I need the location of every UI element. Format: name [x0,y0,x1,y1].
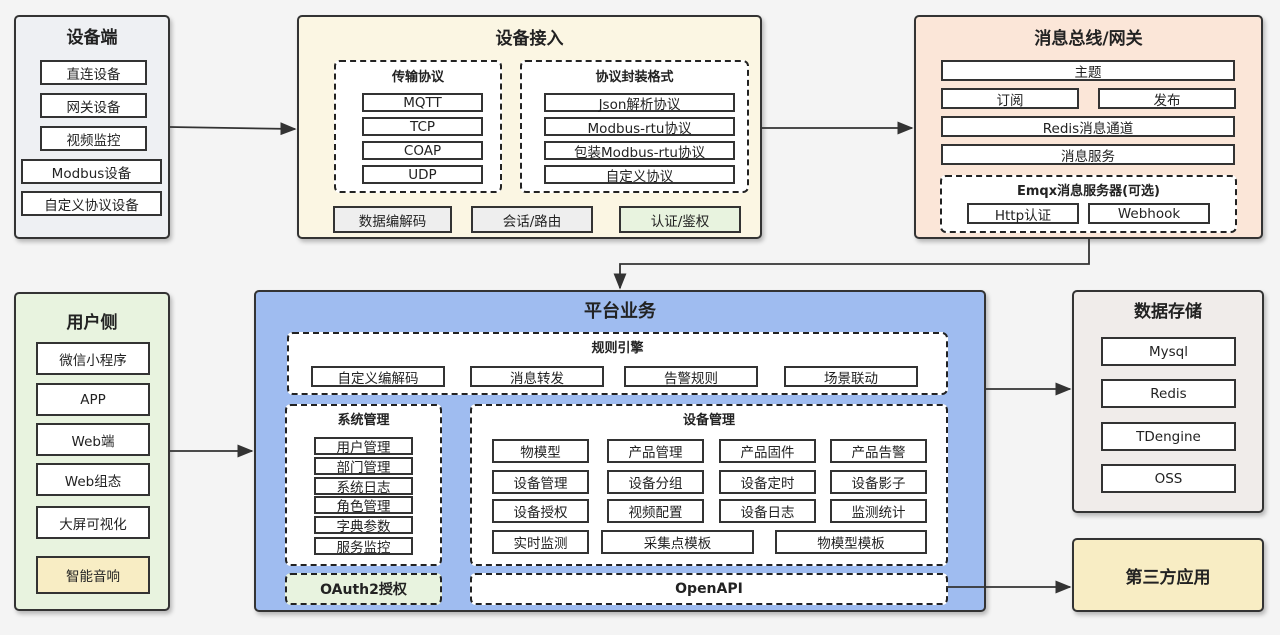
protocol-coap[interactable]: COAP [362,141,483,160]
openapi-box[interactable]: OpenAPI [470,573,948,605]
auth-box[interactable]: 认证/鉴权 [619,206,741,233]
system-log[interactable]: 系统日志 [314,477,413,496]
dm-video-config[interactable]: 视频配置 [607,499,704,523]
dm-realtime-monitor[interactable]: 实时监测 [492,530,589,554]
system-user-mgmt[interactable]: 用户管理 [314,437,413,456]
device-item-custom[interactable]: 自定义协议设备 [21,191,162,216]
rule-message-forward[interactable]: 消息转发 [470,366,604,387]
user-item-smart-speaker[interactable]: 智能音响 [36,556,150,594]
dm-collection-template[interactable]: 采集点模板 [601,530,754,554]
protocol-udp[interactable]: UDP [362,165,483,184]
format-wrapped-modbus[interactable]: 包装Modbus-rtu协议 [544,141,735,161]
storage-tdengine[interactable]: TDengine [1101,422,1236,451]
protocol-tcp[interactable]: TCP [362,117,483,136]
third-party-title: 第三方应用 [1125,567,1211,588]
device-item-video[interactable]: 视频监控 [40,126,147,151]
user-panel: 用户侧 微信小程序 APP Web端 Web组态 大屏可视化 智能音响 [14,292,170,611]
emqx-webhook[interactable]: Webhook [1088,203,1210,224]
platform-panel: 平台业务 规则引擎 自定义编解码 消息转发 告警规则 场景联动 系统管理 用户管… [254,290,986,612]
device-panel: 设备端 直连设备 网关设备 视频监控 Modbus设备 自定义协议设备 [14,15,170,239]
storage-panel: 数据存储 Mysql Redis TDengine OSS [1072,290,1264,513]
dm-device-timer[interactable]: 设备定时 [719,470,816,494]
protocol-mqtt[interactable]: MQTT [362,93,483,112]
access-panel-title: 设备接入 [495,29,564,49]
storage-redis[interactable]: Redis [1101,379,1236,408]
format-modbus-rtu[interactable]: Modbus-rtu协议 [544,117,735,137]
user-item-app[interactable]: APP [36,383,150,416]
dm-device-log[interactable]: 设备日志 [719,499,816,523]
rules-title: 规则引擎 [591,341,644,356]
user-item-web[interactable]: Web端 [36,423,150,456]
arrow-bus-to-platform [613,239,1090,290]
system-group: 系统管理 用户管理 部门管理 系统日志 角色管理 字典参数 服务监控 [285,404,442,566]
dm-device-mgmt[interactable]: 设备管理 [492,470,589,494]
format-json[interactable]: Json解析协议 [544,93,735,113]
device-item-direct[interactable]: 直连设备 [40,60,147,85]
device-item-gateway[interactable]: 网关设备 [40,93,147,118]
dm-monitor-stats[interactable]: 监测统计 [830,499,927,523]
arrow-device-to-access [169,122,297,136]
third-party-panel[interactable]: 第三方应用 [1072,538,1264,612]
storage-mysql[interactable]: Mysql [1101,337,1236,366]
system-service-monitor[interactable]: 服务监控 [314,537,413,556]
device-panel-title: 设备端 [66,28,118,48]
access-panel: 设备接入 传输协议 MQTT TCP COAP UDP 协议封装格式 Json解… [297,15,762,239]
user-panel-title: 用户侧 [66,313,118,333]
system-title: 系统管理 [337,413,390,428]
devmgmt-group: 设备管理 物模型 产品管理 产品固件 产品告警 设备管理 设备分组 设备定时 设… [470,404,948,566]
format-group: 协议封装格式 Json解析协议 Modbus-rtu协议 包装Modbus-rt… [520,60,749,193]
dm-device-shadow[interactable]: 设备影子 [830,470,927,494]
devmgmt-title: 设备管理 [682,413,735,428]
transport-title: 传输协议 [391,70,444,85]
dm-device-auth[interactable]: 设备授权 [492,499,589,523]
format-title: 协议封装格式 [595,70,674,85]
dm-device-group[interactable]: 设备分组 [607,470,704,494]
emqx-group: Emqx消息服务器(可选) Http认证 Webhook [940,175,1237,233]
storage-panel-title: 数据存储 [1134,302,1202,322]
format-custom[interactable]: 自定义协议 [544,165,735,185]
user-item-web-scada[interactable]: Web组态 [36,463,150,496]
bus-subscribe[interactable]: 订阅 [941,88,1079,109]
dm-product-firmware[interactable]: 产品固件 [719,439,816,463]
bus-panel-title: 消息总线/网关 [1034,29,1143,49]
device-item-modbus[interactable]: Modbus设备 [21,159,162,184]
rule-scene-linkage[interactable]: 场景联动 [784,366,918,387]
system-role-mgmt[interactable]: 角色管理 [314,496,413,515]
dm-thing-model-template[interactable]: 物模型模板 [775,530,927,554]
platform-panel-title: 平台业务 [584,301,656,322]
bus-topic[interactable]: 主题 [941,60,1235,81]
oauth-box[interactable]: OAuth2授权 [285,573,442,605]
storage-oss[interactable]: OSS [1101,464,1236,493]
bus-panel: 消息总线/网关 主题 订阅 发布 Redis消息通道 消息服务 Emqx消息服务… [914,15,1263,239]
rule-alarm[interactable]: 告警规则 [624,366,758,387]
dm-product-alarm[interactable]: 产品告警 [830,439,927,463]
dm-thing-model[interactable]: 物模型 [492,439,589,463]
session-route-box[interactable]: 会话/路由 [471,206,593,233]
system-dept-mgmt[interactable]: 部门管理 [314,457,413,476]
system-dict-params[interactable]: 字典参数 [314,516,413,535]
bus-redis-channel[interactable]: Redis消息通道 [941,116,1235,137]
bus-publish[interactable]: 发布 [1098,88,1236,109]
dm-product-mgmt[interactable]: 产品管理 [607,439,704,463]
emqx-title: Emqx消息服务器(可选) [1016,184,1160,199]
codec-box[interactable]: 数据编解码 [333,206,452,233]
user-item-miniprogram[interactable]: 微信小程序 [36,342,150,375]
user-item-big-screen[interactable]: 大屏可视化 [36,506,150,539]
emqx-http-auth[interactable]: Http认证 [967,203,1079,224]
rule-custom-codec[interactable]: 自定义编解码 [311,366,445,387]
transport-group: 传输协议 MQTT TCP COAP UDP [334,60,502,193]
rules-group: 规则引擎 自定义编解码 消息转发 告警规则 场景联动 [287,332,948,395]
bus-message-service[interactable]: 消息服务 [941,144,1235,165]
